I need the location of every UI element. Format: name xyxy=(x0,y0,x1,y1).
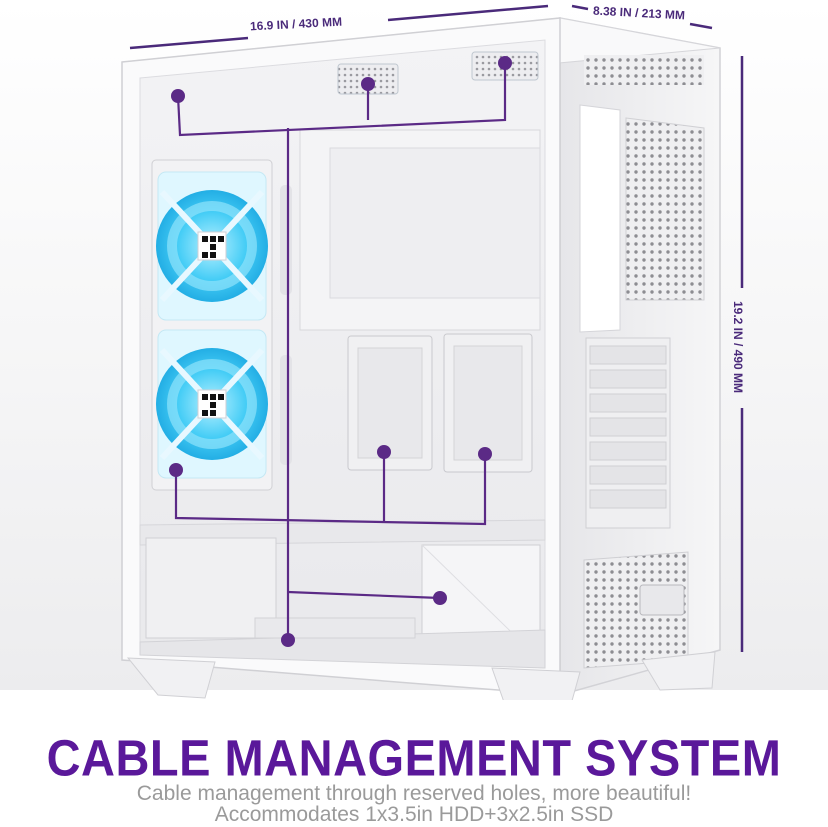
floor xyxy=(0,690,828,825)
lower-fan-icon xyxy=(156,329,268,479)
headline: CABLE MANAGEMENT SYSTEM xyxy=(46,728,782,787)
cable-routes xyxy=(174,63,507,640)
grommet-slot xyxy=(280,185,292,295)
motherboard-cutout xyxy=(329,147,541,299)
dimension-lines xyxy=(129,4,744,652)
side-window xyxy=(579,104,621,333)
cable-route-points xyxy=(169,56,512,647)
side-top-mesh xyxy=(584,55,704,85)
side-mesh-panel xyxy=(625,117,705,301)
pc-case-illustration xyxy=(121,4,744,700)
bottom-cable-tray xyxy=(254,617,416,639)
subtitle-line-1: Cable management through reserved holes,… xyxy=(136,782,692,805)
psu-power-socket xyxy=(639,584,685,616)
ssd-bracket-2-inner xyxy=(453,345,523,461)
case-foot-rear xyxy=(641,651,716,691)
case-foot-front-left xyxy=(126,657,216,699)
grommet-slot xyxy=(280,355,292,465)
psu-shroud xyxy=(145,537,277,639)
ssd-bracket-1-inner xyxy=(357,347,423,459)
case-foot-front-right xyxy=(491,667,581,700)
subtitle-line-2: Accommodates 1x3.5in HDD+3x2.5in SSD xyxy=(214,803,614,826)
height-dimension-label: 19.2 IN / 490 MM xyxy=(731,300,746,394)
expansion-slots xyxy=(585,337,671,529)
upper-fan-icon xyxy=(156,171,268,321)
